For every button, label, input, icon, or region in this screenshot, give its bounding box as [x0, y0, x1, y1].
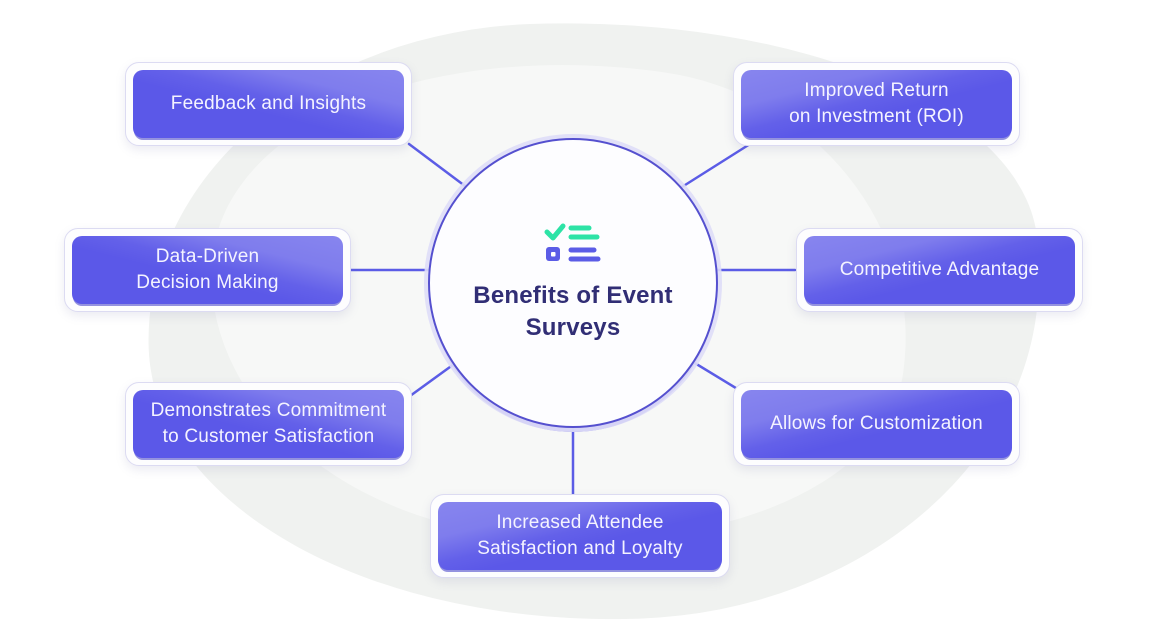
node-label-line: to Customer Satisfaction — [162, 426, 375, 447]
node-label-line: Decision Making — [136, 272, 279, 293]
node-label: Data-Driven Decision Making — [72, 236, 343, 304]
node-label-line: Competitive Advantage — [839, 259, 1040, 281]
node-label-line: Allows for Customization — [770, 413, 983, 435]
node-label: Allows for Customization — [741, 390, 1012, 458]
center-title: Benefits of Event Surveys — [473, 281, 673, 341]
node-increased-attendee-satisfaction: Increased Attendee Satisfaction and Loya… — [430, 494, 730, 578]
node-label-line: on Investment (ROI) — [789, 106, 964, 127]
node-label: Improved Return on Investment (ROI) — [741, 70, 1012, 138]
node-label-line: Feedback and Insights — [170, 93, 367, 115]
center-circle: Benefits of Event Surveys — [428, 138, 718, 428]
node-label-line: Improved Return — [804, 80, 949, 102]
connector-line — [407, 142, 475, 194]
node-demonstrates-commitment: Demonstrates Commitment to Customer Sati… — [125, 382, 412, 466]
node-improved-roi: Improved Return on Investment (ROI) — [733, 62, 1020, 146]
node-label: Competitive Advantage — [804, 236, 1075, 304]
node-label-line: Demonstrates Commitment — [150, 400, 387, 422]
node-data-driven-decision-making: Data-Driven Decision Making — [64, 228, 351, 312]
checklist-icon — [544, 223, 601, 262]
node-label: Increased Attendee Satisfaction and Loya… — [438, 502, 722, 570]
node-label-line: Satisfaction and Loyalty — [477, 538, 683, 559]
node-feedback-and-insights: Feedback and Insights — [125, 62, 412, 146]
node-label: Demonstrates Commitment to Customer Sati… — [133, 390, 404, 458]
node-label-line: Increased Attendee — [496, 512, 664, 534]
connector-line — [672, 142, 752, 194]
node-label-line: Data-Driven — [155, 246, 260, 268]
node-competitive-advantage: Competitive Advantage — [796, 228, 1083, 312]
node-allows-for-customization: Allows for Customization — [733, 382, 1020, 466]
node-label: Feedback and Insights — [133, 70, 404, 138]
